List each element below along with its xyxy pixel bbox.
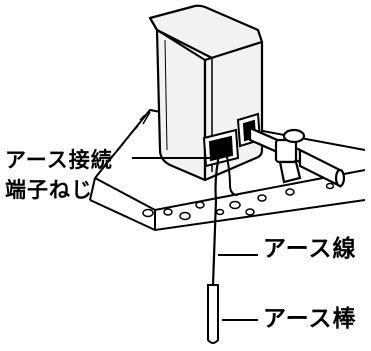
ground-rod-drawing (207, 284, 219, 344)
ground-terminal-label-line1: アース接続 (5, 148, 113, 172)
water-pipe (248, 126, 346, 188)
gravel-stones (142, 182, 335, 221)
ground-wire-drawing (211, 149, 239, 286)
ground-wire-label: アース線 (263, 236, 357, 262)
ground-rod-label: アース棒 (263, 306, 357, 332)
leader-lines (132, 157, 258, 321)
ground-terminal-label-line2: 端子ねじ (5, 178, 93, 202)
